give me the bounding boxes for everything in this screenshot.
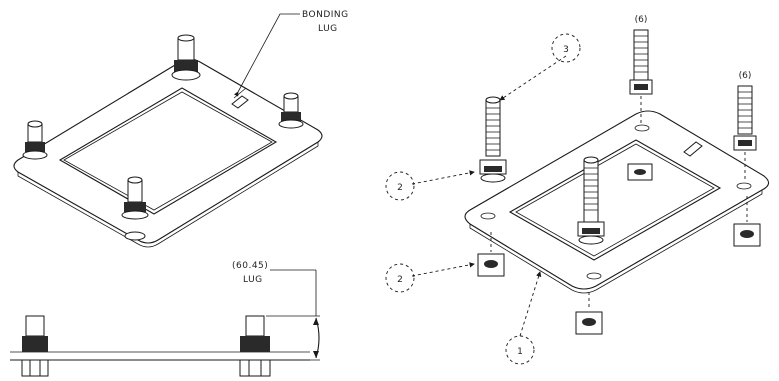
side-view <box>10 269 320 377</box>
stud-bottom <box>121 176 149 241</box>
bolt-tag-top: (6) <box>635 15 648 25</box>
svg-text:1: 1 <box>517 347 523 357</box>
stud-center-exploded <box>577 156 605 245</box>
callout-balloon-2a: 2 <box>385 171 415 201</box>
dimension-value: (60.45) <box>232 261 268 271</box>
stud-left <box>22 120 48 160</box>
nut-right-below <box>733 196 761 247</box>
bolt-tag-right: (6) <box>739 71 752 81</box>
stud-right-exploded <box>733 85 757 180</box>
bonding-lug-label-line1: BONDING <box>302 10 349 20</box>
bonding-lug <box>231 87 249 109</box>
bonding-lug-label-line2: LUG <box>318 24 338 34</box>
svg-text:2: 2 <box>397 183 403 193</box>
stud-top-exploded <box>629 29 653 124</box>
exploded-view <box>411 29 770 337</box>
nut-bottom-below <box>575 292 603 335</box>
dimension-unit: LUG <box>243 275 263 285</box>
svg-text:2: 2 <box>397 275 403 285</box>
stud-right <box>278 92 304 129</box>
svg-text:3: 3 <box>563 45 569 55</box>
stud-left-exploded <box>479 96 507 183</box>
nut-left-below <box>477 232 505 277</box>
assembled-plate-view <box>13 13 323 248</box>
callout-balloon-1: 1 <box>505 335 535 365</box>
nut-center-top <box>627 163 653 181</box>
stud-top <box>171 34 201 81</box>
callout-balloon-3: 3 <box>551 33 581 63</box>
callout-balloon-2b: 2 <box>385 263 415 293</box>
